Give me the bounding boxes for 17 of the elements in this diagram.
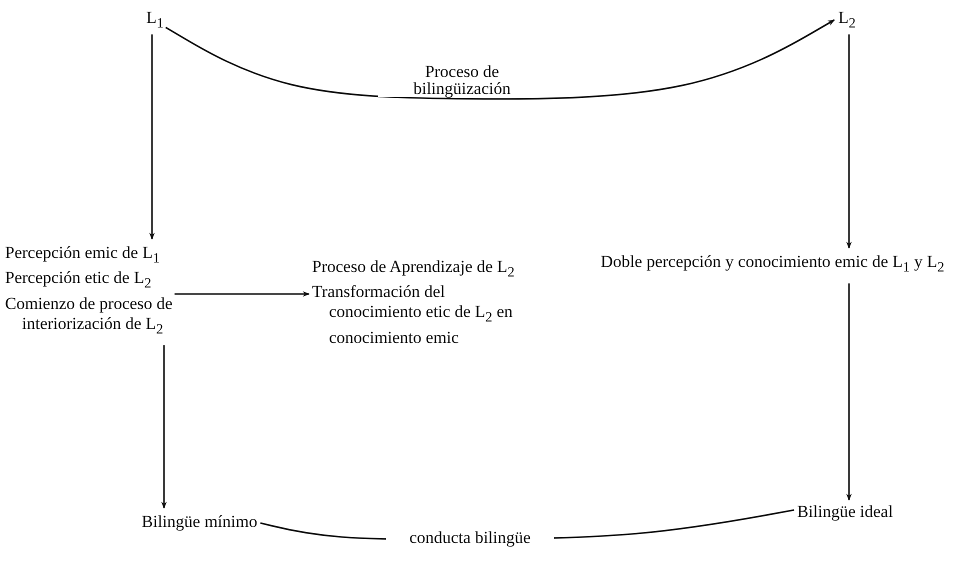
- language-label: L$_{1}$: [145, 8, 165, 34]
- arrow: [174, 291, 310, 297]
- arrow: [846, 283, 852, 501]
- stage-text: Comienzo de proceso de interiorización de L$_{2}$: [5, 294, 174, 340]
- stage-text: Doble percepción y conocimiento emic de L$_{1}$ y L$_{2}$: [600, 252, 946, 278]
- arrow: [165, 19, 835, 100]
- arrow: [161, 345, 167, 509]
- stage-text: Bilingüe mínimo: [140, 512, 258, 532]
- edge-label: conducta bilingüe: [386, 528, 554, 546]
- stage-text: Proceso de Aprendizaje de L$_{2}$: [312, 257, 516, 282]
- stage-text: Transformación del conocimiento etic de L$_{2}$ en conocimiento emic: [312, 282, 514, 348]
- arrow: [149, 34, 155, 240]
- stage-text: Percepción etic de L$_{2}$: [5, 268, 152, 294]
- stage-text: Percepción emic de L$_{1}$: [5, 243, 161, 268]
- stage-text: Bilingüe ideal: [796, 502, 894, 522]
- arrow: [846, 34, 852, 249]
- language-label: L$_{2}$: [837, 8, 857, 34]
